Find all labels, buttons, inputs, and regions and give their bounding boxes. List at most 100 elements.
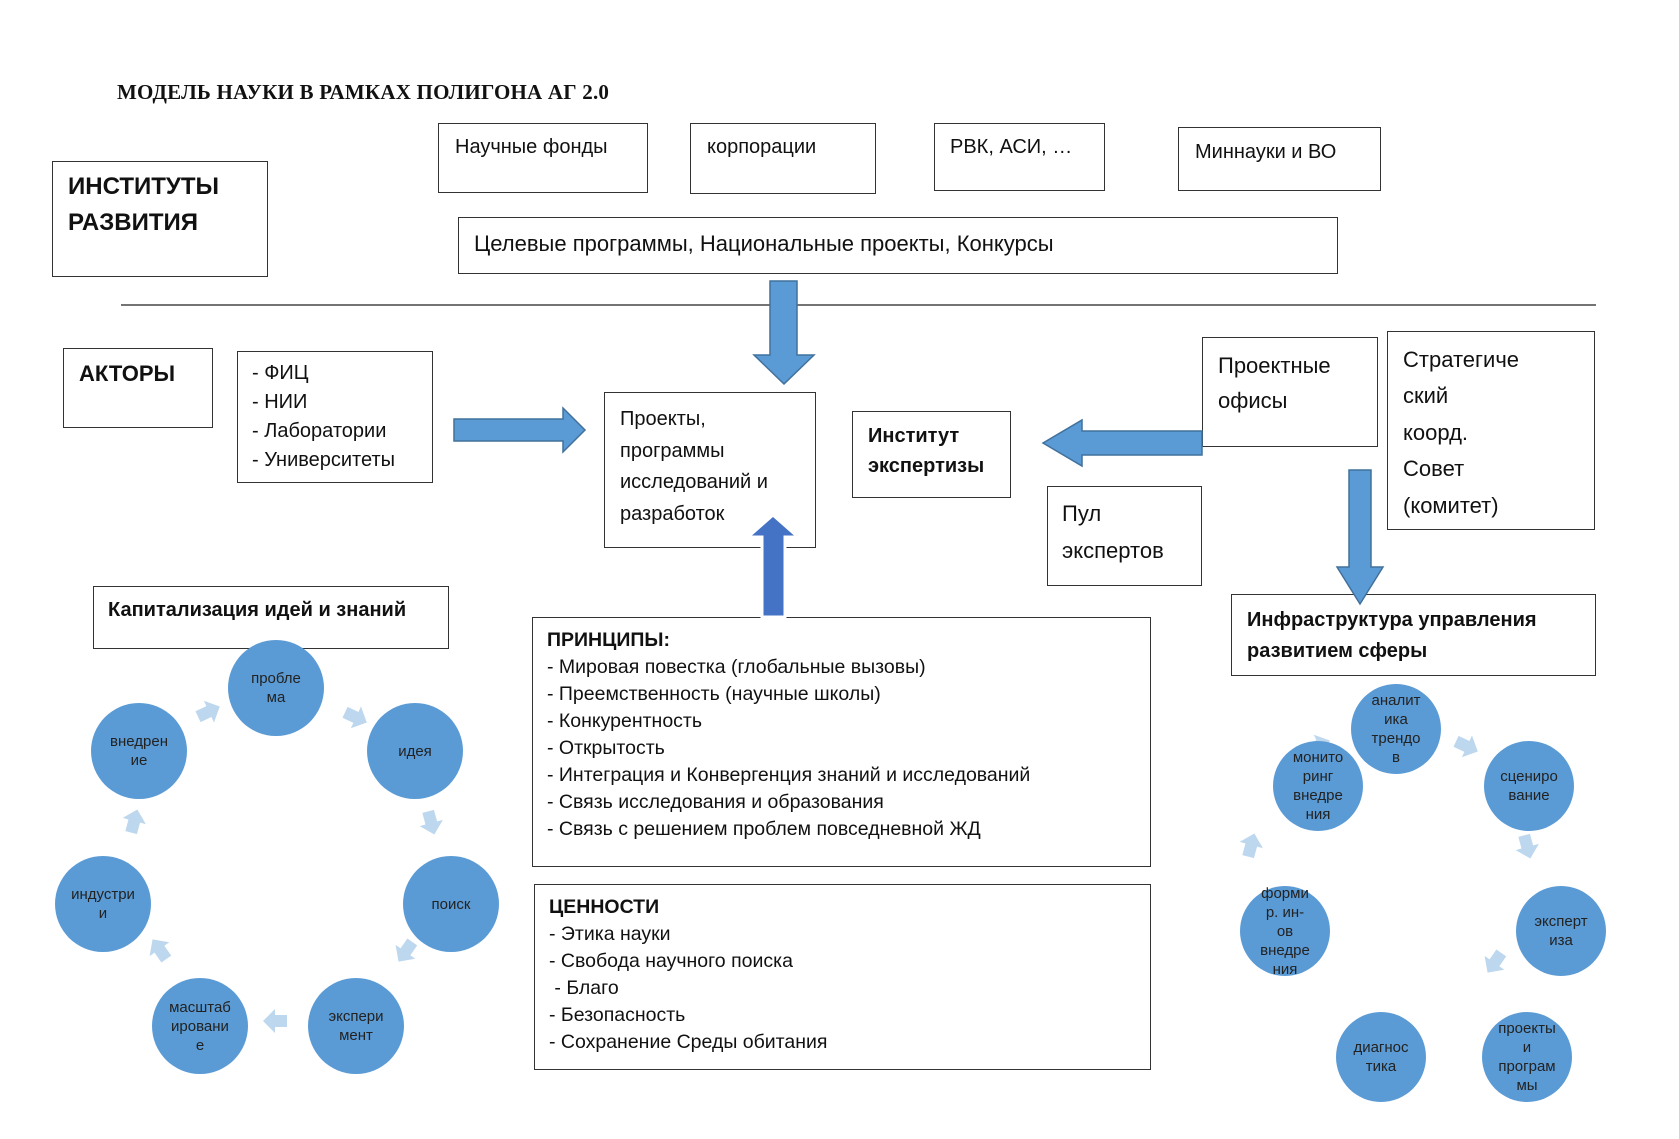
programs-text: Целевые программы, Национальные проекты,… [474,231,1054,256]
values-item: - Этика науки [549,923,671,945]
project-offices-box: Проектные офисы [1202,337,1378,447]
node-text-line: проекты [1498,1020,1556,1037]
cycle-arrow [1515,833,1539,859]
expertise-institute-line-2: экспертизы [868,455,985,477]
projects-line-3: исследований и [620,471,768,493]
capitalization-label-box: Капитализация идей и знаний [93,586,449,649]
cycle-arrow [395,938,418,962]
node-text-line: внедре [1293,787,1343,804]
projects-box: Проекты, программы исследований и разраб… [604,392,816,548]
arrow-up-principles [744,513,802,619]
arrow-down-programs [752,280,816,386]
node-text-line: пробле [251,670,301,687]
rvk-text: РВК, АСИ, … [950,136,1073,158]
node-text-line: в [1392,749,1400,766]
node-text-line: сцениро [1500,768,1558,785]
node-text-line: ов [1276,922,1294,940]
principles-item: - Мировая повестка (глобальные вызовы) [547,656,926,678]
experts-pool-line-1: Пул [1062,501,1102,526]
project-offices-line-2: офисы [1218,388,1288,413]
node-text-line: диагнос [1353,1039,1409,1056]
node-text-line: и [1522,1039,1532,1056]
arrow-left-offices [1041,418,1203,468]
strategic-council-line: (комитет) [1403,493,1499,518]
experts-pool-box: Пул экспертов [1047,486,1202,586]
values-heading: ЦЕННОСТИ [549,896,660,918]
node-text-line: внедрен [110,733,168,750]
institutes-label-box: ИНСТИТУТЫ РАЗВИТИЯ [52,161,268,277]
actors-list-item: - Университеты [252,449,395,471]
cycle-arrow [342,706,367,729]
cycle-arrow [149,939,172,963]
cycle-arrow [1453,735,1478,758]
cycle-node-idea: идея [367,703,463,799]
cycle-node-industry: индустри и [55,856,151,952]
actors-list-item: - НИИ [252,391,308,413]
cycle-arrow [1484,949,1507,973]
actors-list-item: - ФИЦ [252,362,309,384]
corporations-text: корпорации [707,136,817,158]
values-item: - Безопасность [549,1004,686,1026]
infra-node-diagnostics: диагнос тика [1336,1012,1426,1102]
diagram-title: МОДЕЛЬ НАУКИ В РАМКАХ ПОЛИГОНА АГ 2.0 [117,80,610,104]
node-text-line: ировани [171,1017,229,1035]
node-text-line: мы [1516,1077,1538,1094]
node-text-line: мент [339,1027,373,1044]
actors-label: АКТОРЫ [79,361,176,386]
capitalization-label: Капитализация идей и знаний [108,599,407,621]
cycle-arrow [195,700,220,723]
infrastructure-label-line-1: Инфраструктура управления [1247,609,1537,631]
node-text-line: форми [1261,884,1309,902]
institutes-label-line-1: ИНСТИТУТЫ [68,173,219,200]
rvk-box: РВК, АСИ, … [934,123,1105,191]
institutes-label-line-2: РАЗВИТИЯ [68,209,199,236]
infra-node-expertise: эксперт иза [1516,886,1606,976]
node-text-line: аналит [1371,692,1421,709]
node-text-line: тика [1365,1058,1397,1075]
experts-pool-line-2: экспертов [1062,538,1164,563]
node-text-line: иза [1549,932,1573,949]
values-item: - Сохранение Среды обитания [549,1031,828,1053]
funds-text: Научные фонды [455,136,608,158]
node-text-line: трендо [1371,730,1421,747]
strategic-council-line: ский [1403,383,1449,408]
node-text-line: ния [1272,960,1298,978]
principles-item: - Преемственность (научные школы) [547,683,881,705]
ministry-box: Миннауки и ВО [1178,127,1381,191]
strategic-council-line: Стратегиче [1403,347,1520,372]
node-text-line: эксперт [1534,913,1588,930]
node-text-line: ие [130,752,148,769]
node-text-line: р. ин- [1265,903,1305,921]
projects-line-2: программы [620,440,725,462]
cycle-node-implementation: внедрен ие [91,703,187,799]
strategic-council-line: коорд. [1403,420,1469,445]
arrow-down-offices [1335,469,1385,606]
projects-line-1: Проекты, [620,408,706,430]
node-text-line: индустри [71,886,135,903]
node-text-line: ринг [1302,768,1334,785]
node-text-line: и [98,905,108,922]
programs-box: Целевые программы, Национальные проекты,… [458,217,1338,274]
arrow-right-actors [453,406,587,454]
actors-list-box: - ФИЦ - НИИ - Лаборатории - Университеты [237,351,433,483]
principles-item: - Связь исследования и образования [547,791,884,813]
node-text-line: экспери [328,1008,384,1025]
infrastructure-label-line-2: развитием сферы [1247,640,1428,662]
node-text-line: поиск [431,895,471,913]
node-text-line: масштаб [169,998,231,1016]
cycle-arrow [122,809,146,835]
ministry-text: Миннауки и ВО [1195,141,1337,163]
expertise-institute-line-1: Институт [868,425,960,447]
cycle-arrow [419,809,443,835]
cycle-node-search: поиск [403,856,499,952]
funds-box: Научные фонды [438,123,648,193]
cycle-node-experiment: экспери мент [308,978,404,1074]
infrastructure-label-box: Инфраструктура управления развитием сфер… [1231,594,1596,676]
values-item: - Благо [549,977,619,999]
